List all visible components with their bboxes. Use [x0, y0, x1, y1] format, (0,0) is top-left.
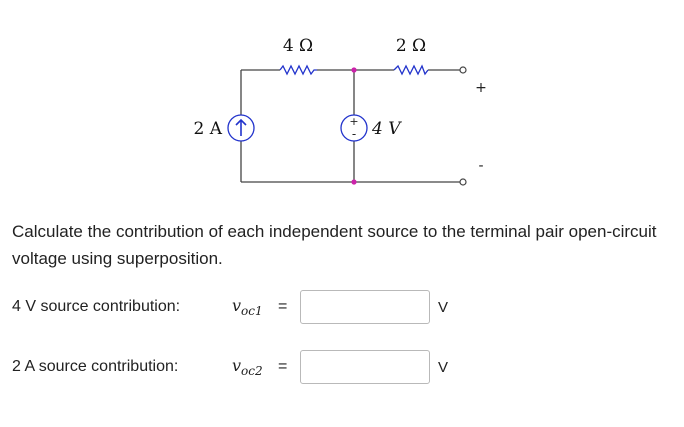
answer-input-voc1[interactable]	[300, 290, 430, 324]
resistor-4-ohm	[279, 64, 317, 76]
answer-input-voc2[interactable]	[300, 350, 430, 384]
resistor-4-ohm-label: 4 Ω	[283, 36, 313, 56]
answer-row-4v: 4 V source contribution: voc1 = V	[12, 289, 448, 325]
node-bottom	[351, 179, 357, 185]
current-source	[227, 114, 255, 142]
voltage-source: + -	[340, 114, 368, 142]
answer-label-4v: 4 V source contribution:	[12, 298, 181, 315]
voltage-source-label: 4 V	[371, 119, 402, 139]
current-source-label: 2 A	[194, 119, 223, 139]
question-text: Calculate the contribution of each indep…	[12, 222, 657, 268]
terminal-minus-sign: -	[478, 158, 483, 174]
resistor-2-ohm-label: 2 Ω	[396, 36, 426, 56]
variable-voc1: voc1	[232, 295, 263, 319]
equals-sign-2: =	[278, 358, 288, 375]
circuit-wires	[240, 69, 460, 183]
variable-voc2: voc2	[232, 355, 263, 379]
voltage-source-minus: -	[352, 127, 356, 141]
voltage-source-plus: +	[349, 115, 358, 128]
circuit-diagram: 4 Ω 2 Ω 2 A + - 4 V + -	[194, 36, 487, 186]
terminal-top	[459, 66, 467, 74]
answer-label-2a: 2 A source contribution:	[12, 358, 179, 375]
resistor-2-ohm	[393, 64, 429, 76]
answer-row-2a: 2 A source contribution: voc2 = V	[12, 349, 448, 385]
unit-label-2: V	[438, 358, 449, 376]
terminal-bottom	[459, 178, 467, 186]
unit-label-1: V	[438, 298, 449, 316]
equals-sign-1: =	[278, 298, 288, 315]
node-top	[351, 67, 357, 73]
terminal-plus-sign: +	[475, 80, 487, 96]
